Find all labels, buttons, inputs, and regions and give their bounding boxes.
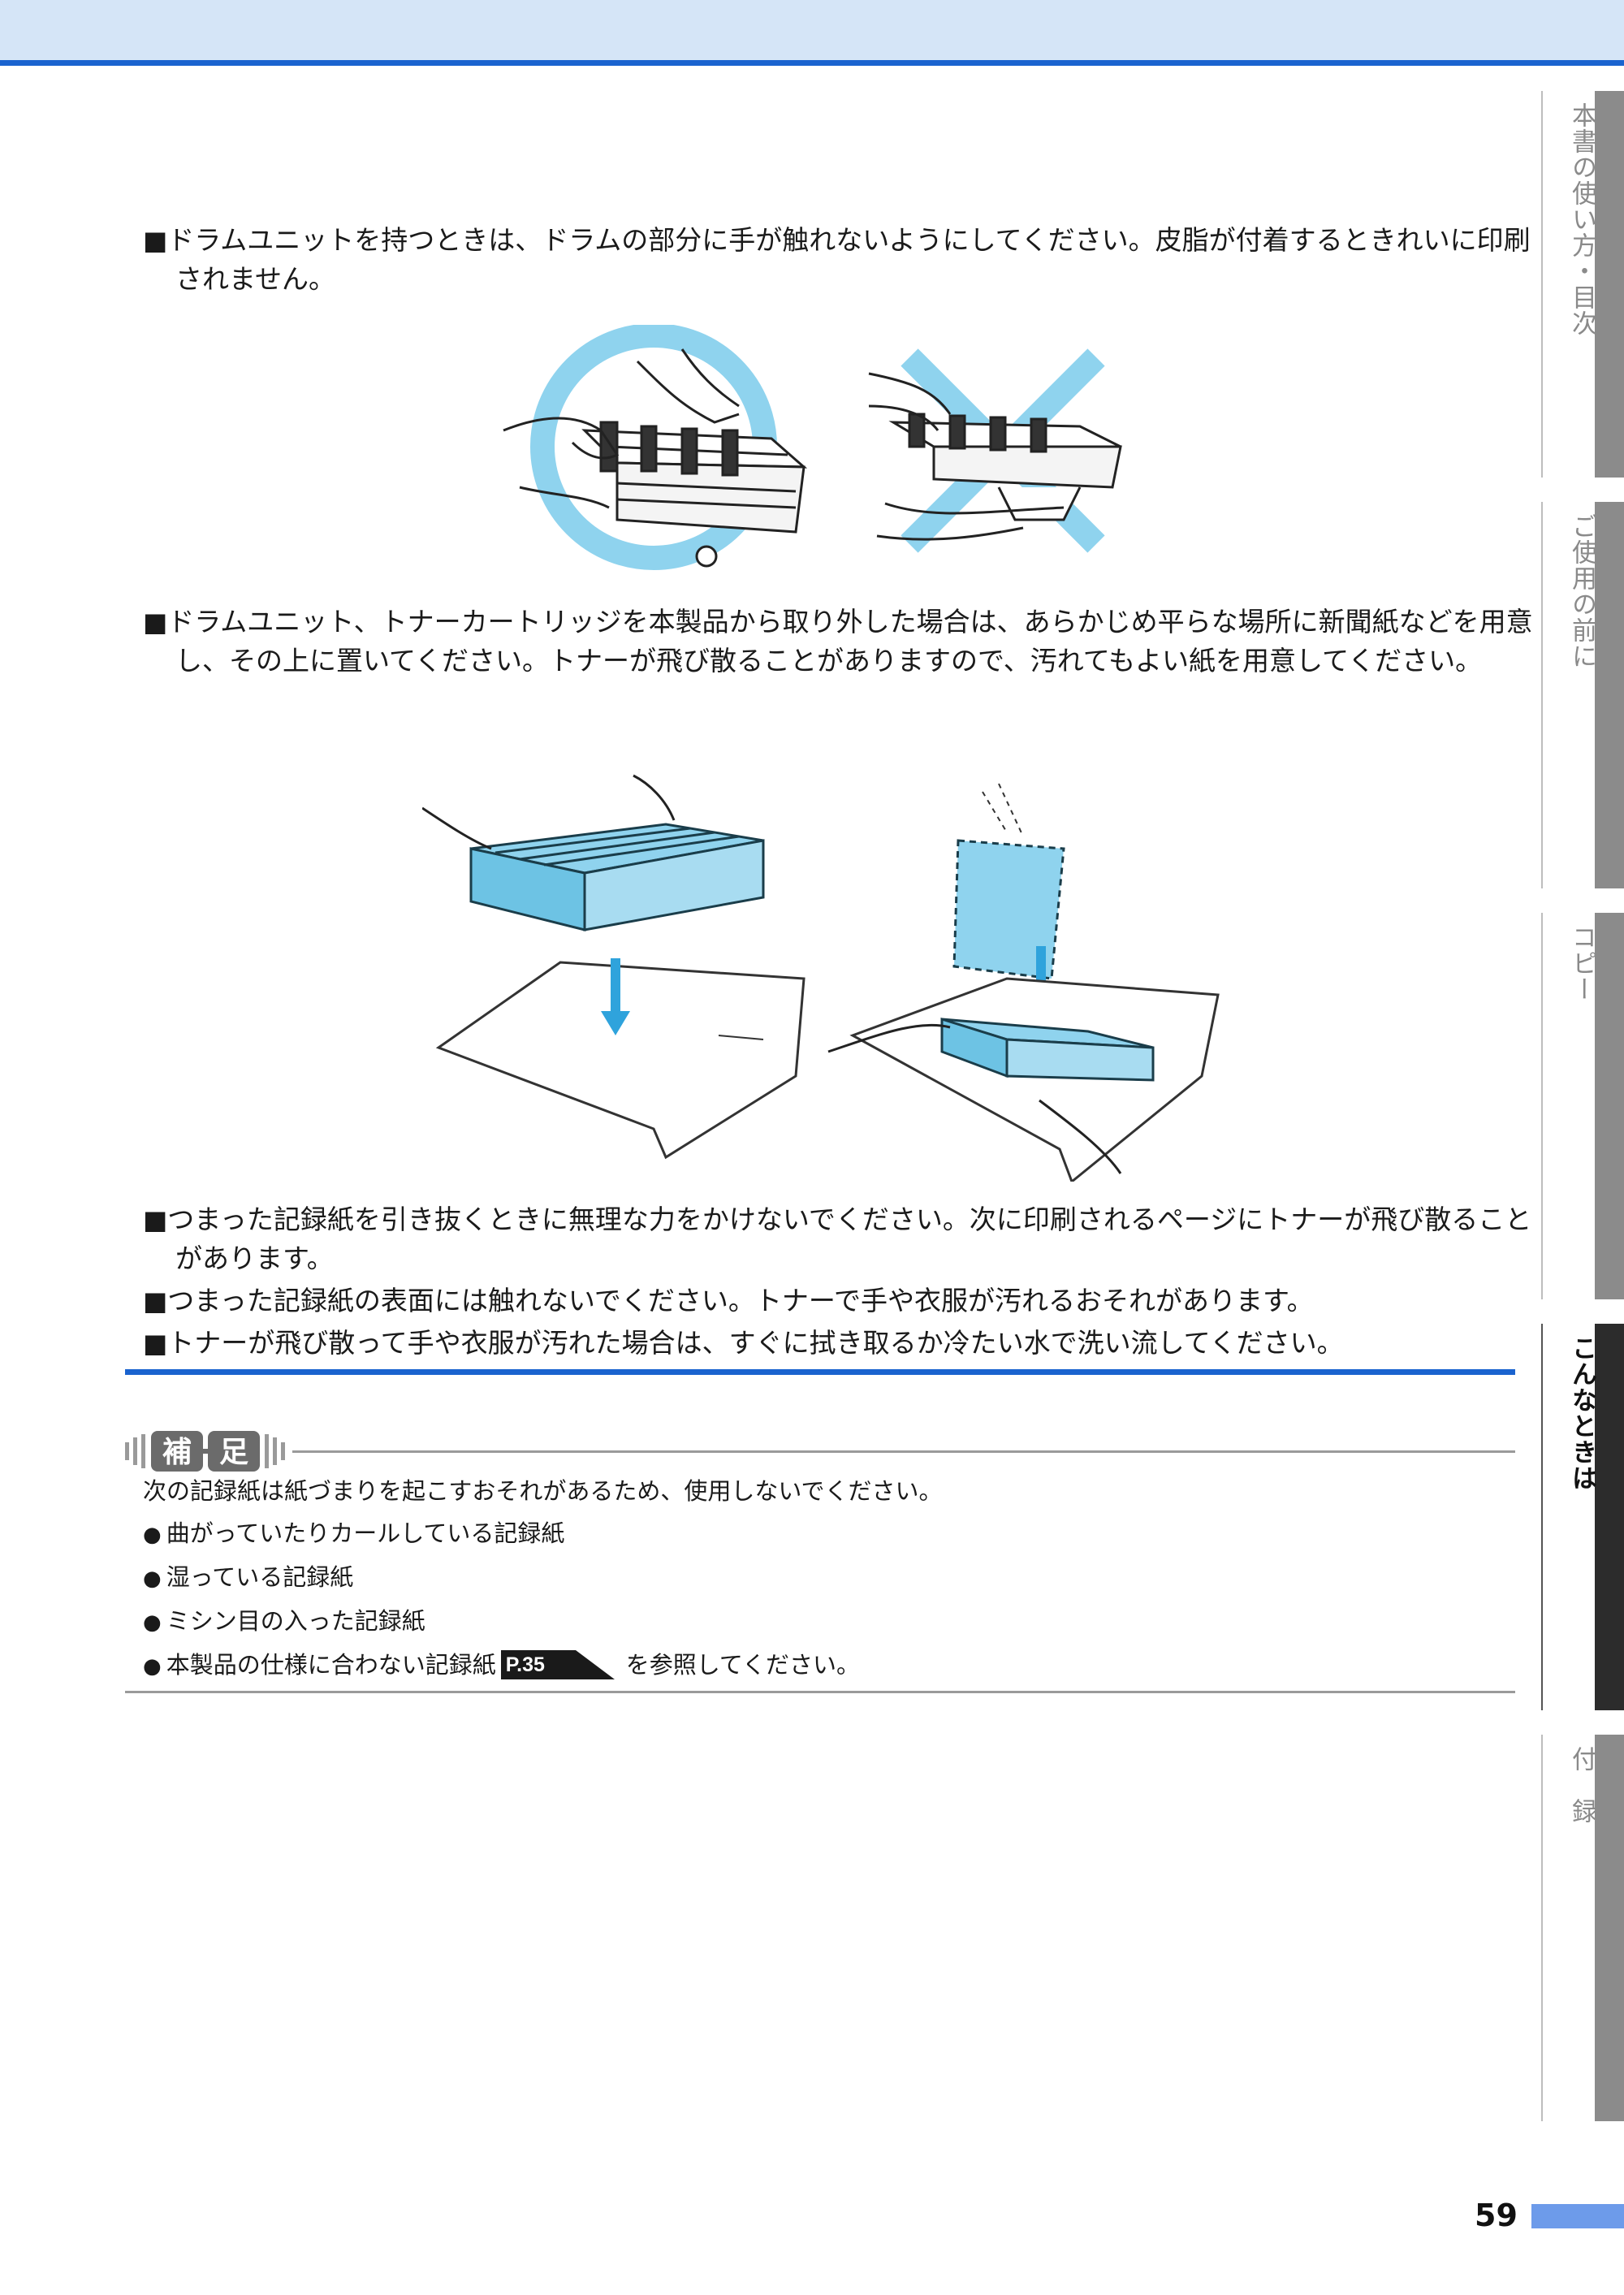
paragraph-text: ドラムユニットを持つときは、ドラムの部分に手が触れないようにしてください。皮脂が… (167, 224, 1531, 295)
note-item-text: 本製品の仕様に合わない記録紙 (166, 1651, 496, 1679)
paragraph-text: つまった記録紙の表面には触れないでください。トナーで手や衣服が汚れるおそれがあり… (167, 1285, 1314, 1316)
note-item-text: 湿っている記録紙 (166, 1563, 354, 1591)
tab-label: 付 録 (1567, 1746, 1596, 1824)
bullet-dot: ● (143, 1610, 162, 1635)
tab-how-to-use[interactable]: 本書の使い方・目次 (1541, 91, 1624, 478)
drum-unit-drawing (581, 421, 808, 568)
bullet-square: ■ (143, 1286, 168, 1316)
page-ref-link[interactable]: P.35 (500, 1650, 615, 1679)
tab-label: コピー (1567, 924, 1596, 1002)
tab-label: こんなときは (1567, 1335, 1596, 1491)
note-bottom-rule (125, 1691, 1515, 1693)
note-top-rule (292, 1450, 1515, 1453)
bullet-square: ■ (143, 1204, 168, 1235)
note-intro: 次の記録紙は紙づまりを起こすおそれがあるため、使用しないでください。 (143, 1477, 943, 1505)
paragraph-drum-handling: ■ドラムユニットを持つときは、ドラムの部分に手が触れないようにしてください。皮脂… (143, 221, 1548, 299)
tab-shade (1595, 91, 1624, 478)
hand-drawing (827, 1023, 1122, 1174)
note-badge-char: 足 (219, 1436, 248, 1469)
bullet-square: ■ (143, 607, 168, 638)
paragraph-pull-paper: ■つまった記録紙を引き抜くときに無理な力をかけないでください。次に印刷されるペー… (143, 1200, 1548, 1278)
note-badge-char: 補 (162, 1436, 192, 1469)
tab-label: 本書の使い方・目次 (1567, 102, 1596, 336)
drum-unit-drawing (469, 823, 765, 931)
paragraph-paper-surface: ■つまった記録紙の表面には触れないでください。トナーで手や衣服が汚れるおそれがあ… (143, 1281, 1548, 1320)
tab-troubleshooting[interactable]: こんなときは (1541, 1324, 1624, 1710)
tab-copy[interactable]: コピー (1541, 913, 1624, 1299)
tab-shade (1595, 1324, 1624, 1710)
bullet-dot: ● (143, 1567, 162, 1591)
toner-cartridge-drawing (940, 1017, 1155, 1082)
tab-shade (1595, 913, 1624, 1299)
note-item: ●ミシン目の入った記録紙 (143, 1605, 425, 1639)
note-item: ●曲がっていたりカールしている記録紙 (143, 1517, 564, 1551)
bullet-square: ■ (143, 225, 168, 256)
tab-before-use[interactable]: ご使用の前に (1541, 502, 1624, 888)
page-number: 59 (1475, 2198, 1518, 2233)
paragraph-wash-toner: ■トナーが飛び散って手や衣服が汚れた場合は、すぐに拭き取るか冷たい水で洗い流して… (143, 1324, 1548, 1363)
bullet-square: ■ (143, 1328, 168, 1359)
drum-unit-drawing (888, 413, 1122, 521)
tab-appendix[interactable]: 付 録 (1541, 1735, 1624, 2121)
paragraph-text: つまった記録紙を引き抜くときに無理な力をかけないでください。次に印刷されるページ… (167, 1204, 1532, 1274)
hand-drawing (503, 348, 740, 509)
section-divider (125, 1369, 1515, 1375)
page-ref-label: P.35 (505, 1653, 545, 1676)
note-item-text: 曲がっていたりカールしている記録紙 (166, 1519, 565, 1547)
hand-drawing (422, 774, 676, 850)
paper-sheet-drawing (435, 961, 806, 1160)
bullet-dot: ● (143, 1523, 162, 1547)
page-number-bar (1531, 2204, 1624, 2228)
paper-sheet-drawing (849, 977, 1220, 1182)
hand-drawing (868, 372, 1065, 541)
toner-cartridge-drawing (952, 783, 1065, 980)
note-badge: 補 足 (125, 1431, 285, 1472)
tab-shade (1595, 1735, 1624, 2121)
down-arrow-icon (601, 958, 630, 1035)
bullet-dot: ● (143, 1654, 162, 1679)
note-item: ●本製品の仕様に合わない記録紙 P.35 を参照してください。 (143, 1649, 860, 1683)
parts-on-paper-illustration (422, 774, 1220, 1182)
header-band (0, 0, 1624, 60)
note-item: ●湿っている記録紙 (143, 1561, 353, 1595)
note-item-text: ミシン目の入った記録紙 (166, 1607, 425, 1635)
paragraph-text: ドラムユニット、トナーカートリッジを本製品から取り外した場合は、あらかじめ平らな… (167, 606, 1533, 676)
paragraph-text: トナーが飛び散って手や衣服が汚れた場合は、すぐに拭き取るか冷たい水で洗い流してく… (167, 1327, 1344, 1359)
tab-shade (1595, 502, 1624, 888)
paragraph-newspaper: ■ドラムユニット、トナーカートリッジを本製品から取り外した場合は、あらかじめ平ら… (143, 603, 1548, 681)
tab-label: ご使用の前に (1567, 513, 1596, 669)
header-rule (0, 60, 1624, 66)
note-item-suffix: を参照してください。 (625, 1651, 860, 1679)
drum-handling-illustration (503, 325, 1122, 570)
